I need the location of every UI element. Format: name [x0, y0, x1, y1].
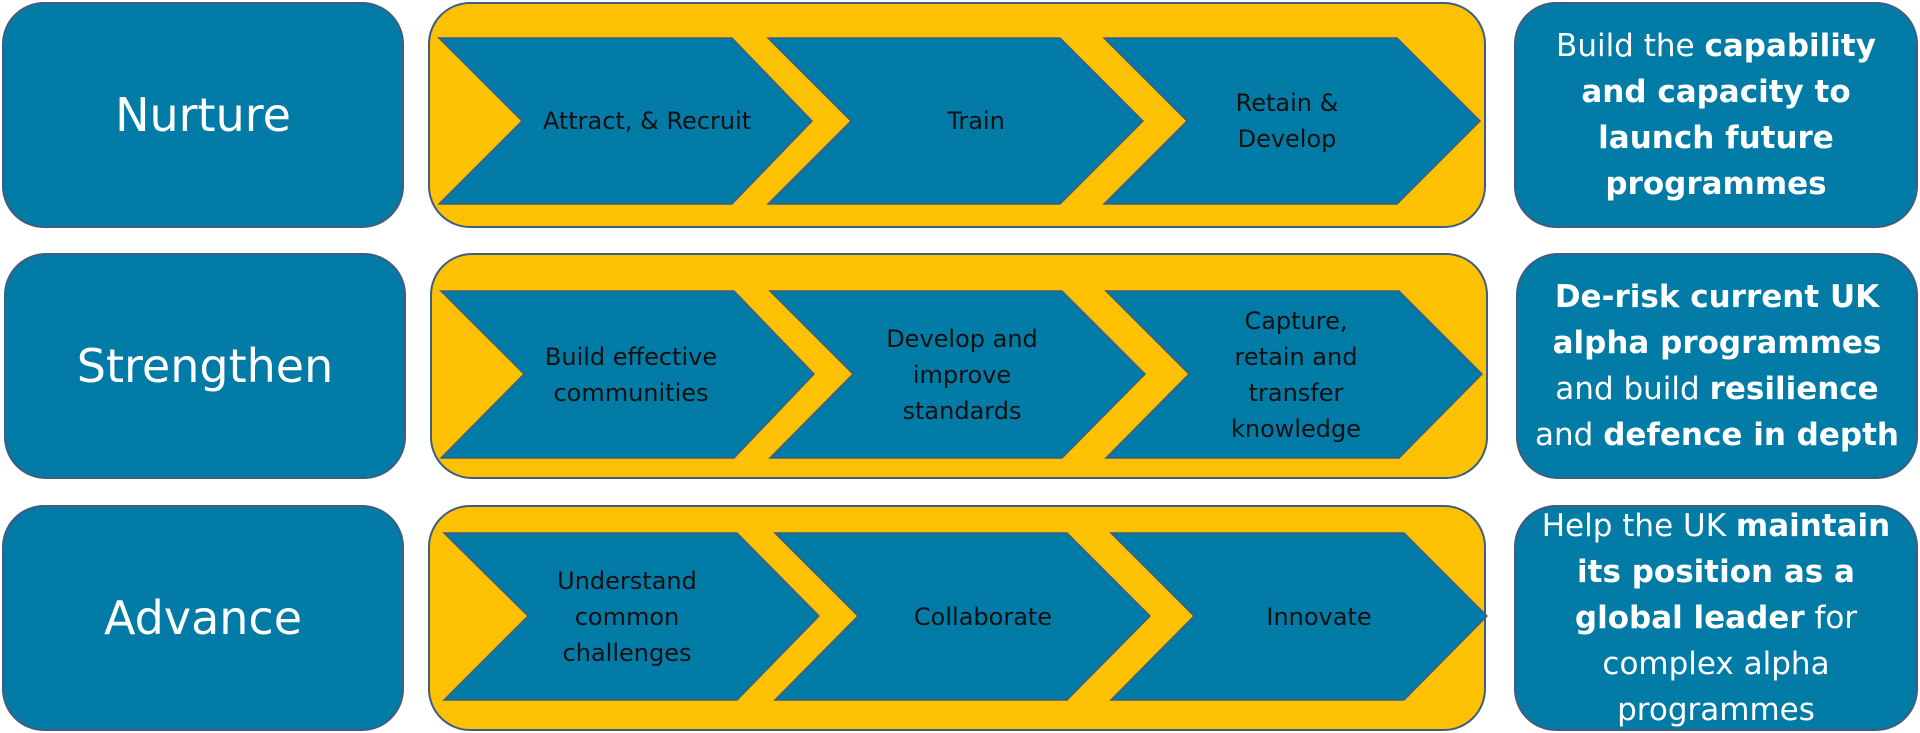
row-label: Advance [103, 591, 302, 645]
chevron-step-3 [1104, 290, 1484, 459]
process-band-nurture: Attract, & Recruit Train Retain & Develo… [428, 2, 1486, 228]
chevron-svg [439, 290, 1484, 459]
process-band-advance: Understand common challenges Collaborate… [428, 505, 1488, 731]
chevron-step-1 [439, 290, 816, 459]
step-text: Understand common challenges [557, 566, 697, 667]
outcome-box-advance: Help the UK maintain its position as a g… [1514, 505, 1918, 731]
outcome-text-bold: resilience [1709, 371, 1879, 407]
chevron-svg [442, 532, 1488, 701]
step-text: Develop and improve standards [886, 324, 1038, 425]
row-label: Nurture [115, 88, 291, 142]
outcome-text: Help the UK maintain its position as a g… [1524, 503, 1908, 733]
outcome-box-nurture: Build the capability and capacity to lau… [1514, 2, 1918, 228]
outcome-text-run: and [1535, 417, 1604, 453]
step-text: Capture, retain and transfer knowledge [1230, 306, 1362, 443]
outcome-text-run: and build [1555, 371, 1710, 407]
step-text: Train [947, 107, 1005, 135]
outcome-text-bold: defence in depth [1603, 417, 1899, 453]
outcome-text-bold: De-risk current UK alpha programmes [1552, 279, 1882, 361]
outcome-text-run: Build the [1556, 28, 1705, 64]
outcome-text-run: Help the UK [1541, 508, 1736, 544]
step-text: Innovate [1266, 602, 1372, 631]
process-band-strengthen: Build effective communities Develop and … [430, 253, 1488, 479]
chevron-step-1 [442, 532, 821, 701]
row-label-box-strengthen: Strengthen [4, 253, 406, 479]
outcome-text: Build the capability and capacity to lau… [1524, 23, 1908, 207]
outcome-text-run: for complex alpha programmes [1602, 600, 1858, 728]
step-text: Retain & Develop [1235, 89, 1339, 153]
row-label-box-advance: Advance [2, 505, 404, 731]
outcome-text-bold: capability and capacity to launch future… [1581, 28, 1876, 202]
chevron-step-3 [1109, 532, 1488, 701]
step-text: Build effective communities [544, 342, 718, 407]
chevron-step-1 [437, 37, 814, 205]
outcome-text: De-risk current UK alpha programmes and … [1526, 274, 1908, 458]
row-label-box-nurture: Nurture [2, 2, 404, 228]
chevron-step-2 [766, 37, 1145, 205]
chevron-step-3 [1102, 37, 1482, 205]
step-text: Collaborate [913, 602, 1053, 631]
chevron-step-2 [773, 532, 1152, 701]
chevron-svg [437, 37, 1482, 205]
outcome-box-strengthen: De-risk current UK alpha programmes and … [1516, 253, 1918, 479]
outcome-text-bold: maintain its position as a global leader [1574, 508, 1891, 636]
row-label: Strengthen [76, 339, 334, 393]
step-text: Attract, & Recruit [542, 107, 752, 135]
chevron-step-2 [768, 290, 1147, 459]
